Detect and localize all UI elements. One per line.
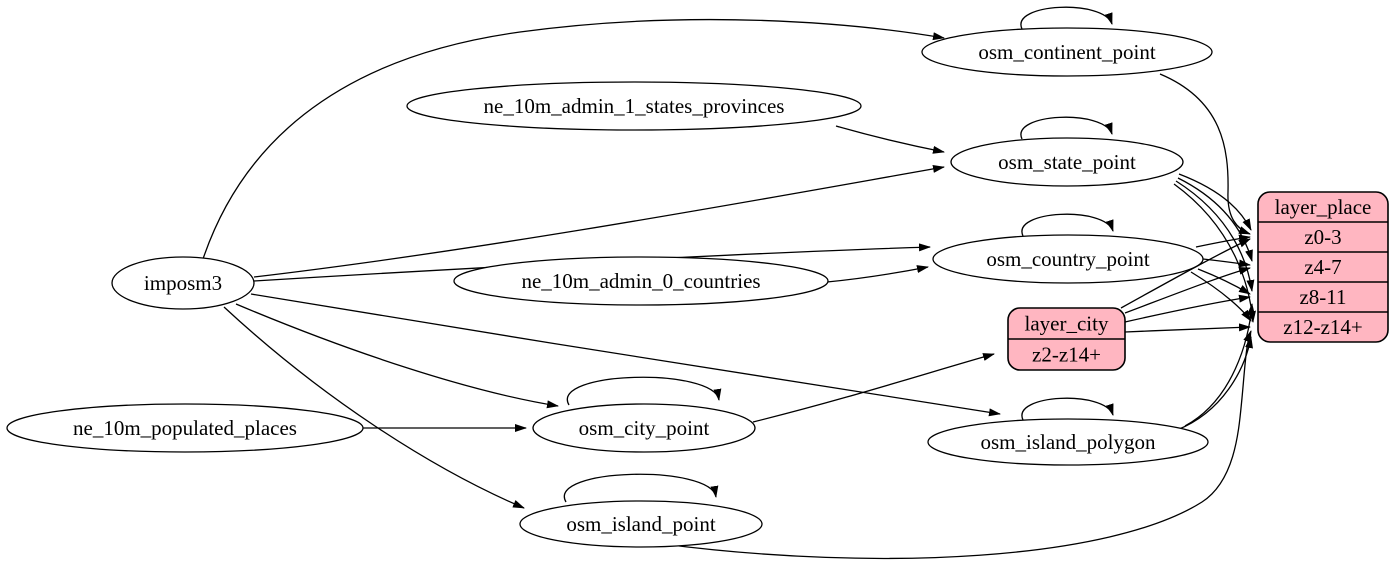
edge-osm_city_point-osm_city_point-self-loop <box>566 376 722 406</box>
record-row-z0-3: z0-3 <box>1304 225 1341 249</box>
edge-osm_island_polygon-layer_place-z8-11 <box>1184 303 1256 427</box>
node-ellipse <box>6 403 364 453</box>
node-label: osm_continent_point <box>978 40 1155 64</box>
node-osm_city_point: osm_city_point <box>532 403 756 453</box>
node-ne_10m_admin_0_countries: ne_10m_admin_0_countries <box>453 256 829 306</box>
edge-imposm3-osm_city_point <box>235 303 559 409</box>
edge-imposm3-osm_continent_point <box>202 18 945 260</box>
node-label: osm_city_point <box>579 416 710 440</box>
node-ellipse <box>950 137 1184 187</box>
node-ellipse <box>453 256 829 306</box>
edge-ne_10m_admin_0_countries-osm_country_point <box>826 265 929 283</box>
node-osm_island_polygon: osm_island_polygon <box>927 418 1209 466</box>
node-label: osm_state_point <box>998 150 1136 174</box>
record-row-z8-11: z8-11 <box>1299 285 1346 309</box>
node-osm_continent_point: osm_continent_point <box>921 27 1213 77</box>
edge-osm_city_point-layer_city-z2-z14+ <box>752 353 995 423</box>
edge-osm_country_point-layer_place-z0-3 <box>1195 234 1251 248</box>
node-ellipse <box>921 27 1213 77</box>
node-ellipse <box>927 418 1209 466</box>
edge-osm_country_point-layer_place-z8-11 <box>1197 268 1251 295</box>
node-label: ne_10m_admin_1_states_provinces <box>484 94 785 118</box>
edge-osm_island_point-osm_island_point-self-loop <box>563 473 719 503</box>
node-osm_state_point: osm_state_point <box>950 137 1184 187</box>
edge-osm_island_point-layer_place-z12-z14+ <box>662 330 1252 560</box>
node-osm_country_point: osm_country_point <box>932 234 1204 284</box>
edge-osm_continent_point-layer_place-z0-3 <box>1159 73 1251 235</box>
node-label: osm_country_point <box>986 247 1149 271</box>
edge-osm_state_point-osm_state_point-self-loop <box>1020 116 1113 140</box>
record-row-z2-z14+: z2-z14+ <box>1032 343 1101 367</box>
edge-osm_state_point-layer_place-z4-7 <box>1177 177 1253 262</box>
record-row-z4-7: z4-7 <box>1304 255 1341 279</box>
node-ne_10m_populated_places: ne_10m_populated_places <box>6 403 364 453</box>
node-label: osm_island_point <box>566 512 716 536</box>
edge-layer_city-layer_place-z8-11 <box>1124 294 1251 323</box>
node-label: ne_10m_admin_0_countries <box>521 269 760 293</box>
edge-imposm3-osm_island_polygon <box>250 293 1001 417</box>
edge-osm_continent_point-osm_continent_point-self-loop <box>1020 6 1113 30</box>
edge-osm_country_point-osm_country_point-self-loop <box>1021 213 1114 237</box>
node-ellipse <box>519 500 763 548</box>
record-body <box>1257 191 1389 343</box>
edge-ne_10m_admin_1_states_provinces-osm_state_point <box>835 125 945 154</box>
record-layer_city: layer_city z2-z14+ <box>1007 307 1126 371</box>
node-osm_island_point: osm_island_point <box>519 500 763 548</box>
record-title: layer_city <box>1025 312 1109 336</box>
record-title: layer_place <box>1275 195 1372 219</box>
node-ellipse <box>111 256 255 310</box>
node-ellipse <box>406 81 862 131</box>
node-ne_10m_admin_1_states_provinces: ne_10m_admin_1_states_provinces <box>406 81 862 131</box>
edge-layer_city-layer_place-z12-z14+ <box>1124 323 1251 333</box>
edge-osm_island_polygon-osm_island_polygon-self-loop <box>1021 397 1114 421</box>
edge-osm_country_point-layer_place-z4-7 <box>1202 258 1251 268</box>
node-label: osm_island_polygon <box>980 430 1156 454</box>
edge-layer_city-layer_place-z4-7 <box>1124 266 1251 314</box>
node-label: imposm3 <box>144 271 222 295</box>
record-layer_place: layer_place z0-3 z4-7 z8-11 z12-z14+ <box>1257 191 1389 343</box>
node-ellipse <box>532 403 756 453</box>
edge-osm_state_point-layer_place-z8-11 <box>1175 180 1255 292</box>
edge-osm_state_point-layer_place-z0-3 <box>1178 173 1252 231</box>
node-imposm3: imposm3 <box>111 256 255 310</box>
edge-osm_island_polygon-layer_place-z12-z14+ <box>1176 336 1253 431</box>
edge-imposm3-osm_island_point <box>223 306 525 509</box>
edge-imposm3-osm_state_point <box>253 164 945 278</box>
record-row-z12-z14+: z12-z14+ <box>1283 315 1362 339</box>
node-ellipse <box>932 234 1204 284</box>
node-label: ne_10m_populated_places <box>73 416 297 440</box>
